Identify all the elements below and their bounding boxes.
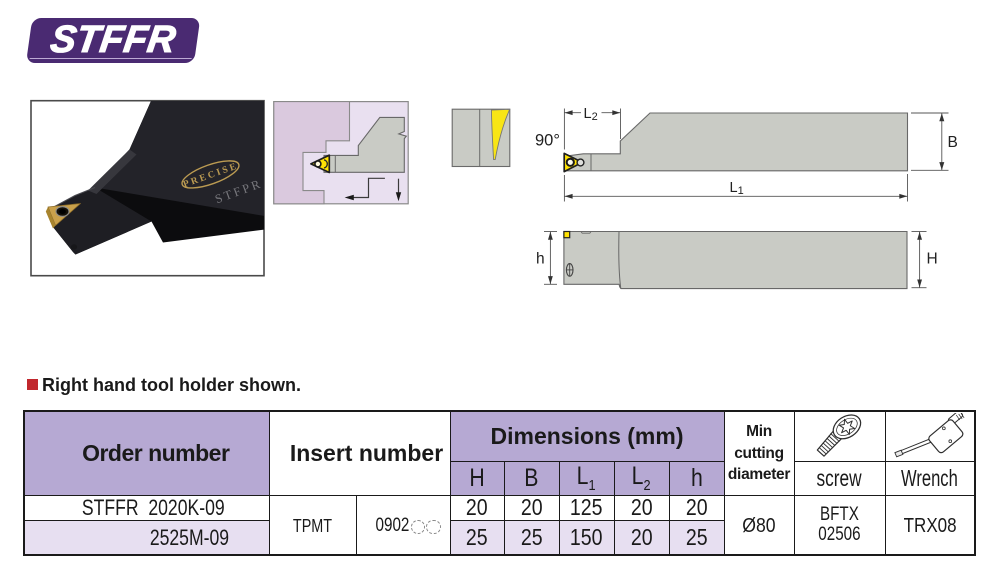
svg-text:L2: L2 xyxy=(584,106,598,123)
svg-text:L1: L1 xyxy=(730,180,744,197)
svg-text:h: h xyxy=(536,251,545,268)
svg-text:B: B xyxy=(948,134,958,151)
svg-text:H: H xyxy=(927,251,938,268)
svg-text:90°: 90° xyxy=(535,132,560,150)
